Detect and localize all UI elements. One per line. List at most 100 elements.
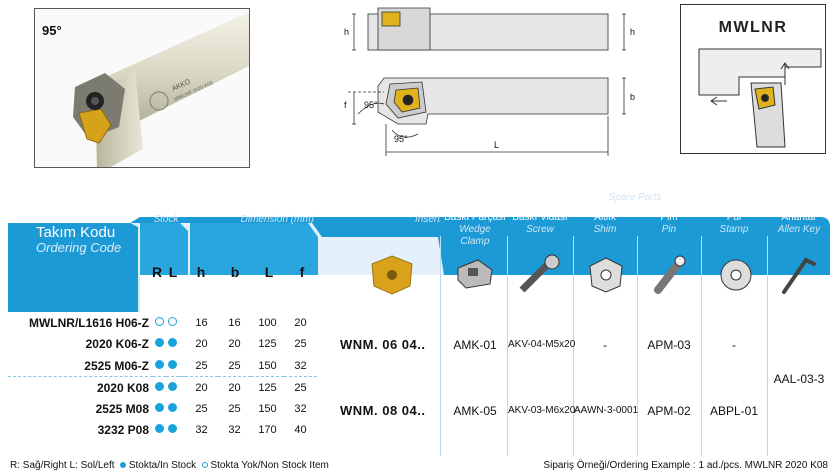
table-row: 3232 P08 32 32 170 40	[8, 420, 317, 442]
stock-r-cell	[153, 312, 166, 334]
dim-h-cell: 25	[185, 355, 218, 377]
insert-icon	[371, 255, 413, 295]
dim-f: f	[344, 100, 347, 110]
ordering-code-cell: 3232 P08	[97, 423, 149, 438]
dim-h-cell: 16	[195, 316, 208, 329]
col-sep	[507, 236, 508, 456]
screw-group-2: AKV-03-M6x20	[508, 405, 576, 416]
stock-r-cell	[153, 420, 166, 442]
col-b: b	[230, 264, 240, 280]
tool-photo: 95° AKKO MWLNR 2020 K08	[34, 8, 250, 168]
dim-f-cell: 20	[294, 316, 307, 329]
spare-label: Spare Parts	[608, 192, 662, 203]
col-sep	[637, 236, 638, 456]
yedek-label: Yedek Parçaları	[596, 180, 674, 192]
angle-95-b: 95°	[394, 134, 408, 144]
stock-dot-right	[155, 424, 164, 434]
stock-dot-left	[168, 424, 177, 434]
clamp-group-1: AMK-01	[453, 338, 497, 352]
dim-L-cell: 150	[251, 355, 284, 377]
diagram-title: MWLNR	[718, 19, 788, 36]
non-stock-dot	[201, 462, 208, 469]
dimension-label: Dimension (mm)	[240, 214, 314, 225]
ordering-code-cell: 2020 K06-Z	[85, 337, 149, 352]
stock-l-cell	[166, 355, 179, 377]
stok-label: Stok	[154, 202, 177, 214]
dim-b-cell: 25	[218, 355, 251, 377]
ordering-code-label: Ordering Code	[36, 240, 122, 255]
stock-l-cell	[166, 398, 179, 420]
dim-b-cell: 20	[228, 338, 241, 351]
stock-dot-right	[155, 316, 164, 326]
dim-h-cell: 20	[195, 381, 208, 394]
angle-label: 95°	[42, 23, 62, 38]
spare-parts-header: Yedek Parçaları Spare Parts	[560, 180, 710, 204]
dim-h-right: h	[630, 27, 635, 37]
stock-dot-right	[155, 381, 164, 391]
table-header-band	[8, 217, 830, 312]
ordering-code-header: Takım Kodu Ordering Code	[36, 224, 121, 255]
kesici-label: Kesici Uç	[394, 202, 440, 214]
allen-key-value: AAL-03-3	[773, 372, 825, 386]
kater-label: Kater Ölçüleri (mm)	[218, 202, 314, 214]
dim-b-cell: 32	[228, 424, 241, 437]
allen-key-icon	[782, 257, 816, 294]
dim-f-cell: 40	[294, 424, 307, 437]
stock-l-cell	[166, 312, 179, 334]
insert-label: Insert	[414, 214, 440, 225]
dim-L-cell: 100	[258, 316, 277, 329]
spacer	[179, 355, 185, 377]
col-L: L	[264, 264, 274, 280]
stamp-group-1: -	[732, 338, 736, 352]
operation-diagram: MWLNR	[680, 4, 826, 154]
ordering-code-cell: MWLNR/L1616 H06-Z	[28, 315, 149, 330]
screw-group-1: AKV-04-M5x20	[508, 339, 576, 350]
col-sep	[440, 236, 441, 456]
technical-drawing: h h f b L 95° 95°	[344, 7, 635, 156]
col-sep	[701, 236, 702, 456]
screw-icon	[519, 254, 560, 293]
dim-h-left: h	[344, 27, 349, 37]
col-sep	[767, 236, 768, 456]
dim-h-cell: 25	[195, 402, 208, 415]
stock-r-cell	[153, 355, 166, 377]
dim-f-cell: 25	[294, 381, 307, 394]
insert-group-1: WNM. 06 04..	[340, 337, 426, 352]
dim-b-cell: 25	[228, 402, 241, 415]
stock-l-cell	[166, 334, 179, 356]
dim-b-cell: 20	[228, 381, 241, 394]
ordering-code-cell: 2525 M08	[95, 401, 149, 416]
dim-f-cell: 25	[294, 338, 307, 351]
clamp-group-2: AMK-05	[453, 404, 497, 418]
pin-icon	[654, 255, 686, 294]
angle-95-a: 95°	[364, 100, 378, 110]
legend-in-stock: Stokta/In Stock	[128, 460, 197, 471]
stock-header: Stok Stock	[150, 202, 182, 226]
in-stock-dot	[120, 462, 127, 469]
dim-b-cell: 16	[228, 316, 241, 329]
shim-group-1: -	[603, 338, 607, 352]
takim-kodu-label: Takım Kodu	[36, 224, 116, 241]
legend: R: Sağ/Right L: Sol/Left Stokta/In Stock…	[10, 460, 329, 471]
dim-h-cell: 32	[195, 424, 208, 437]
dim-l: L	[494, 140, 499, 150]
dim-L-cell: 170	[258, 424, 277, 437]
stamp-group-2: ABPL-01	[709, 404, 759, 418]
shim-icon	[589, 257, 623, 293]
stock-r-cell	[153, 334, 166, 356]
col-sep	[573, 236, 574, 456]
wedge-clamp-icon	[457, 259, 493, 289]
insert-group-2: WNM. 08 04..	[340, 403, 426, 418]
table-row: MWLNR/L1616 H06-Z 16 16 100 20	[8, 312, 317, 334]
stock-dot-left	[168, 338, 177, 348]
tool-holder-image: AKKO MWLNR 2020 K08	[73, 13, 249, 167]
product-table: MWLNR/L1616 H06-Z 16 16 100 20 2020 K06-Z 20 20…	[8, 312, 317, 441]
